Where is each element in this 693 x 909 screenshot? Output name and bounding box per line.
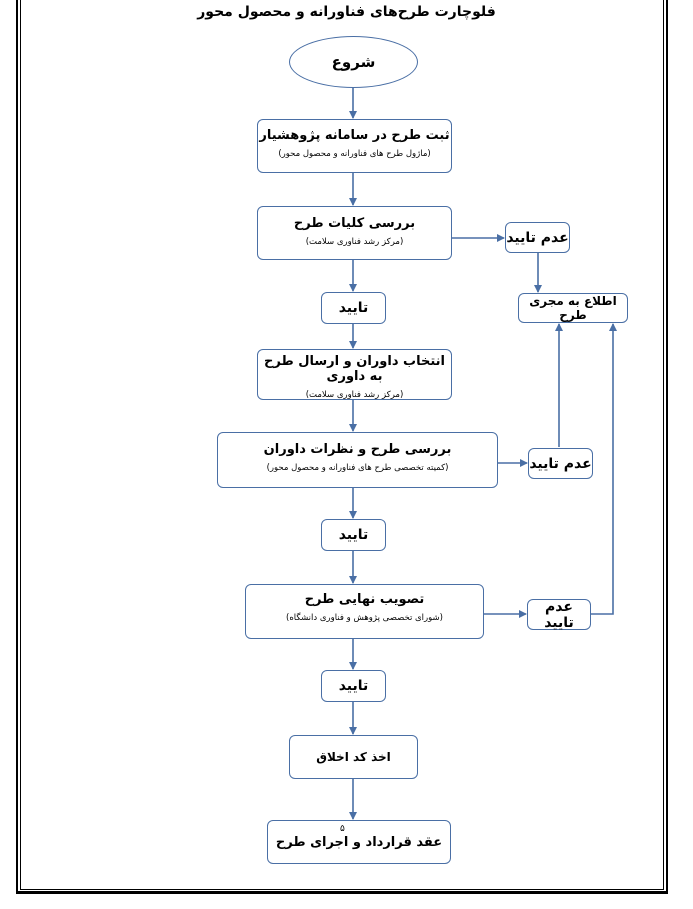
review-opinions-main-text: بررسی طرح و نظرات داوران (263, 442, 452, 457)
general-review-main-text: بررسی کلیات طرح (293, 216, 416, 231)
contract-node: عقد قرارداد و اجرای طرح (267, 820, 451, 864)
select-reviewers-sub-text: (مرکز رشد فناوری سلامت) (305, 390, 404, 400)
approve-label-3: تایید (338, 678, 369, 694)
page-frame-inner (20, 0, 664, 890)
reject-label-1: عدم تایید (506, 229, 569, 246)
select-reviewers-node: انتخاب داوران و ارسال طرح به داوری (مرکز… (257, 349, 452, 400)
page-title: فلوچارت طرح‌های فناورانه و محصول محور (197, 4, 496, 20)
review-opinions-node: بررسی طرح و نظرات داوران (کمیته تخصصی طر… (217, 432, 498, 488)
reject-label-3: عدم تایید (544, 598, 574, 631)
arrow-reject3-to-notify (591, 323, 617, 615)
reject-tag-3: عدم تایید (527, 598, 591, 631)
register-sub-text: (ماژول طرح های فناورانه و محصول محور) (278, 149, 431, 159)
select-reviewers-main-text: انتخاب داوران و ارسال طرح به داوری (264, 354, 445, 384)
approve-tag-2: تایید (321, 519, 386, 551)
general-review-node: بررسی کلیات طرح (مرکز رشد فناوری سلامت) (257, 206, 452, 260)
final-approval-main-text: تصویب نهایی طرح (304, 592, 425, 607)
ethics-code-node: اخذ کد اخلاق (289, 735, 418, 779)
reject-label-2: عدم تایید (529, 455, 592, 472)
notify-text: اطلاع به مجری طرح (529, 294, 617, 322)
contract-text: عقد قرارداد و اجرای طرح (275, 834, 443, 850)
register-main-text: ثبت طرح در سامانه پژوهشیار (259, 128, 450, 143)
final-approval-node: تصویب نهایی طرح (شورای تخصصی پژوهش و فنا… (245, 584, 484, 639)
register-node: ثبت طرح در سامانه پژوهشیار (ماژول طرح ها… (257, 119, 452, 173)
reject-tag-2: عدم تایید (528, 448, 593, 479)
page-number: ۵ (340, 824, 345, 834)
approve-tag-1: تایید (321, 292, 386, 324)
final-approval-sub-text: (شورای تخصصی پژوهش و فناوری دانشگاه) (286, 613, 443, 623)
general-review-sub-text: (مرکز رشد فناوری سلامت) (305, 237, 404, 247)
start-node: شروع (289, 36, 418, 88)
approve-label-2: تایید (338, 527, 369, 543)
ethics-code-text: اخذ کد اخلاق (316, 750, 391, 764)
approve-tag-3: تایید (321, 670, 386, 702)
reject-tag-1: عدم تایید (505, 222, 570, 253)
start-label: شروع (331, 53, 376, 71)
review-opinions-sub-text: (کمیته تخصصی طرح های فناورانه و محصول مح… (266, 463, 449, 473)
notify-node: اطلاع به مجری طرح (518, 293, 628, 323)
page-frame-outer (16, 0, 668, 894)
approve-label-1: تایید (338, 300, 369, 316)
